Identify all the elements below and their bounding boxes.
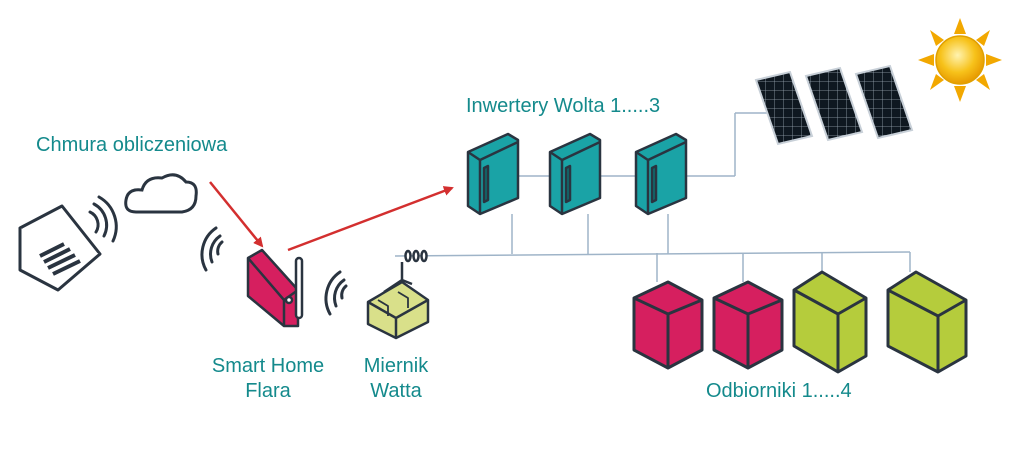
- solar-panel-icon: [804, 66, 864, 142]
- load-box-icon: [712, 280, 784, 370]
- loads-label: Odbiorniki 1.....4: [706, 380, 852, 402]
- wifi-icon: [88, 195, 118, 243]
- wifi-icon: [324, 270, 348, 316]
- solar-panel-icon: [854, 64, 914, 140]
- wifi-icon: [200, 226, 224, 272]
- sun-icon: [918, 18, 1002, 102]
- inverter-icon: [548, 132, 602, 216]
- data-flow-arrows: [209, 181, 454, 252]
- load-box-icon: [632, 280, 704, 370]
- load-box-icon: [792, 270, 868, 374]
- solar-panel-icon: [754, 70, 814, 146]
- meter-label-line2: Watta: [370, 380, 422, 402]
- cloud-label: Chmura obliczeniowa: [36, 134, 228, 156]
- smart-home-label-line1: Smart Home: [211, 355, 325, 377]
- meter-label-line1: Miernik: [363, 355, 429, 377]
- inverter-icon: [634, 132, 688, 216]
- wiring: [394, 112, 911, 282]
- smart-home-label-line2: Flara: [245, 380, 291, 402]
- laptop-icon: [18, 204, 102, 292]
- load-box-icon: [886, 270, 968, 374]
- inverters-label: Inwertery Wolta 1.....3: [466, 95, 661, 117]
- router-icon: [246, 248, 304, 328]
- meter-icon: [366, 249, 430, 340]
- inverter-icon: [466, 132, 520, 216]
- cloud-icon: [124, 173, 198, 214]
